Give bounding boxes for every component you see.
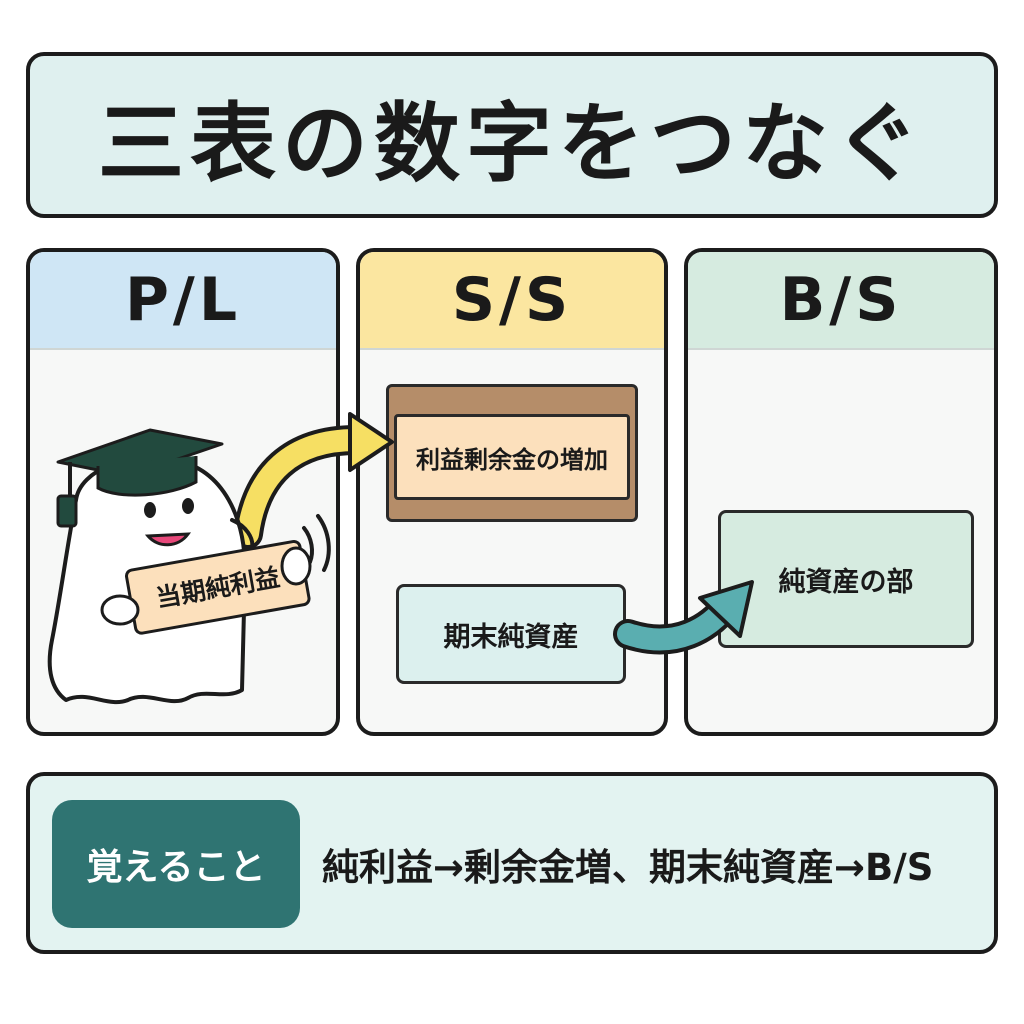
net-income-card: 当期純利益 [124,539,311,635]
ending-net-assets-card: 期末純資産 [396,584,626,684]
ghost-left-eye [144,502,156,518]
retained-earnings-increase-card: 利益剰余金の増加 [394,414,630,500]
bs-column: B/S [684,248,998,736]
ghost-left-hand [100,594,140,626]
ss-column-header: S/S [360,252,664,350]
ghost-right-hand [280,546,312,586]
net-assets-section-card: 純資産の部 [718,510,974,648]
motion-lines [302,514,331,572]
ss-to-bs-arrow [613,580,754,655]
summary-text: 純利益→剰余金増、期末純資産→B/S [322,846,934,889]
summary-badge: 覚えること [52,800,300,928]
page-title: 三表の数字をつなぐ [98,93,926,194]
graduation-cap-icon [56,428,224,528]
ghost-mouth [144,532,192,547]
pl-column-header: P/L [30,252,336,350]
bs-column-header: B/S [688,252,994,350]
pl-to-ss-arrow [233,412,394,549]
ghost-right-eye [182,498,194,514]
title-banner: 三表の数字をつなぐ [26,52,998,218]
